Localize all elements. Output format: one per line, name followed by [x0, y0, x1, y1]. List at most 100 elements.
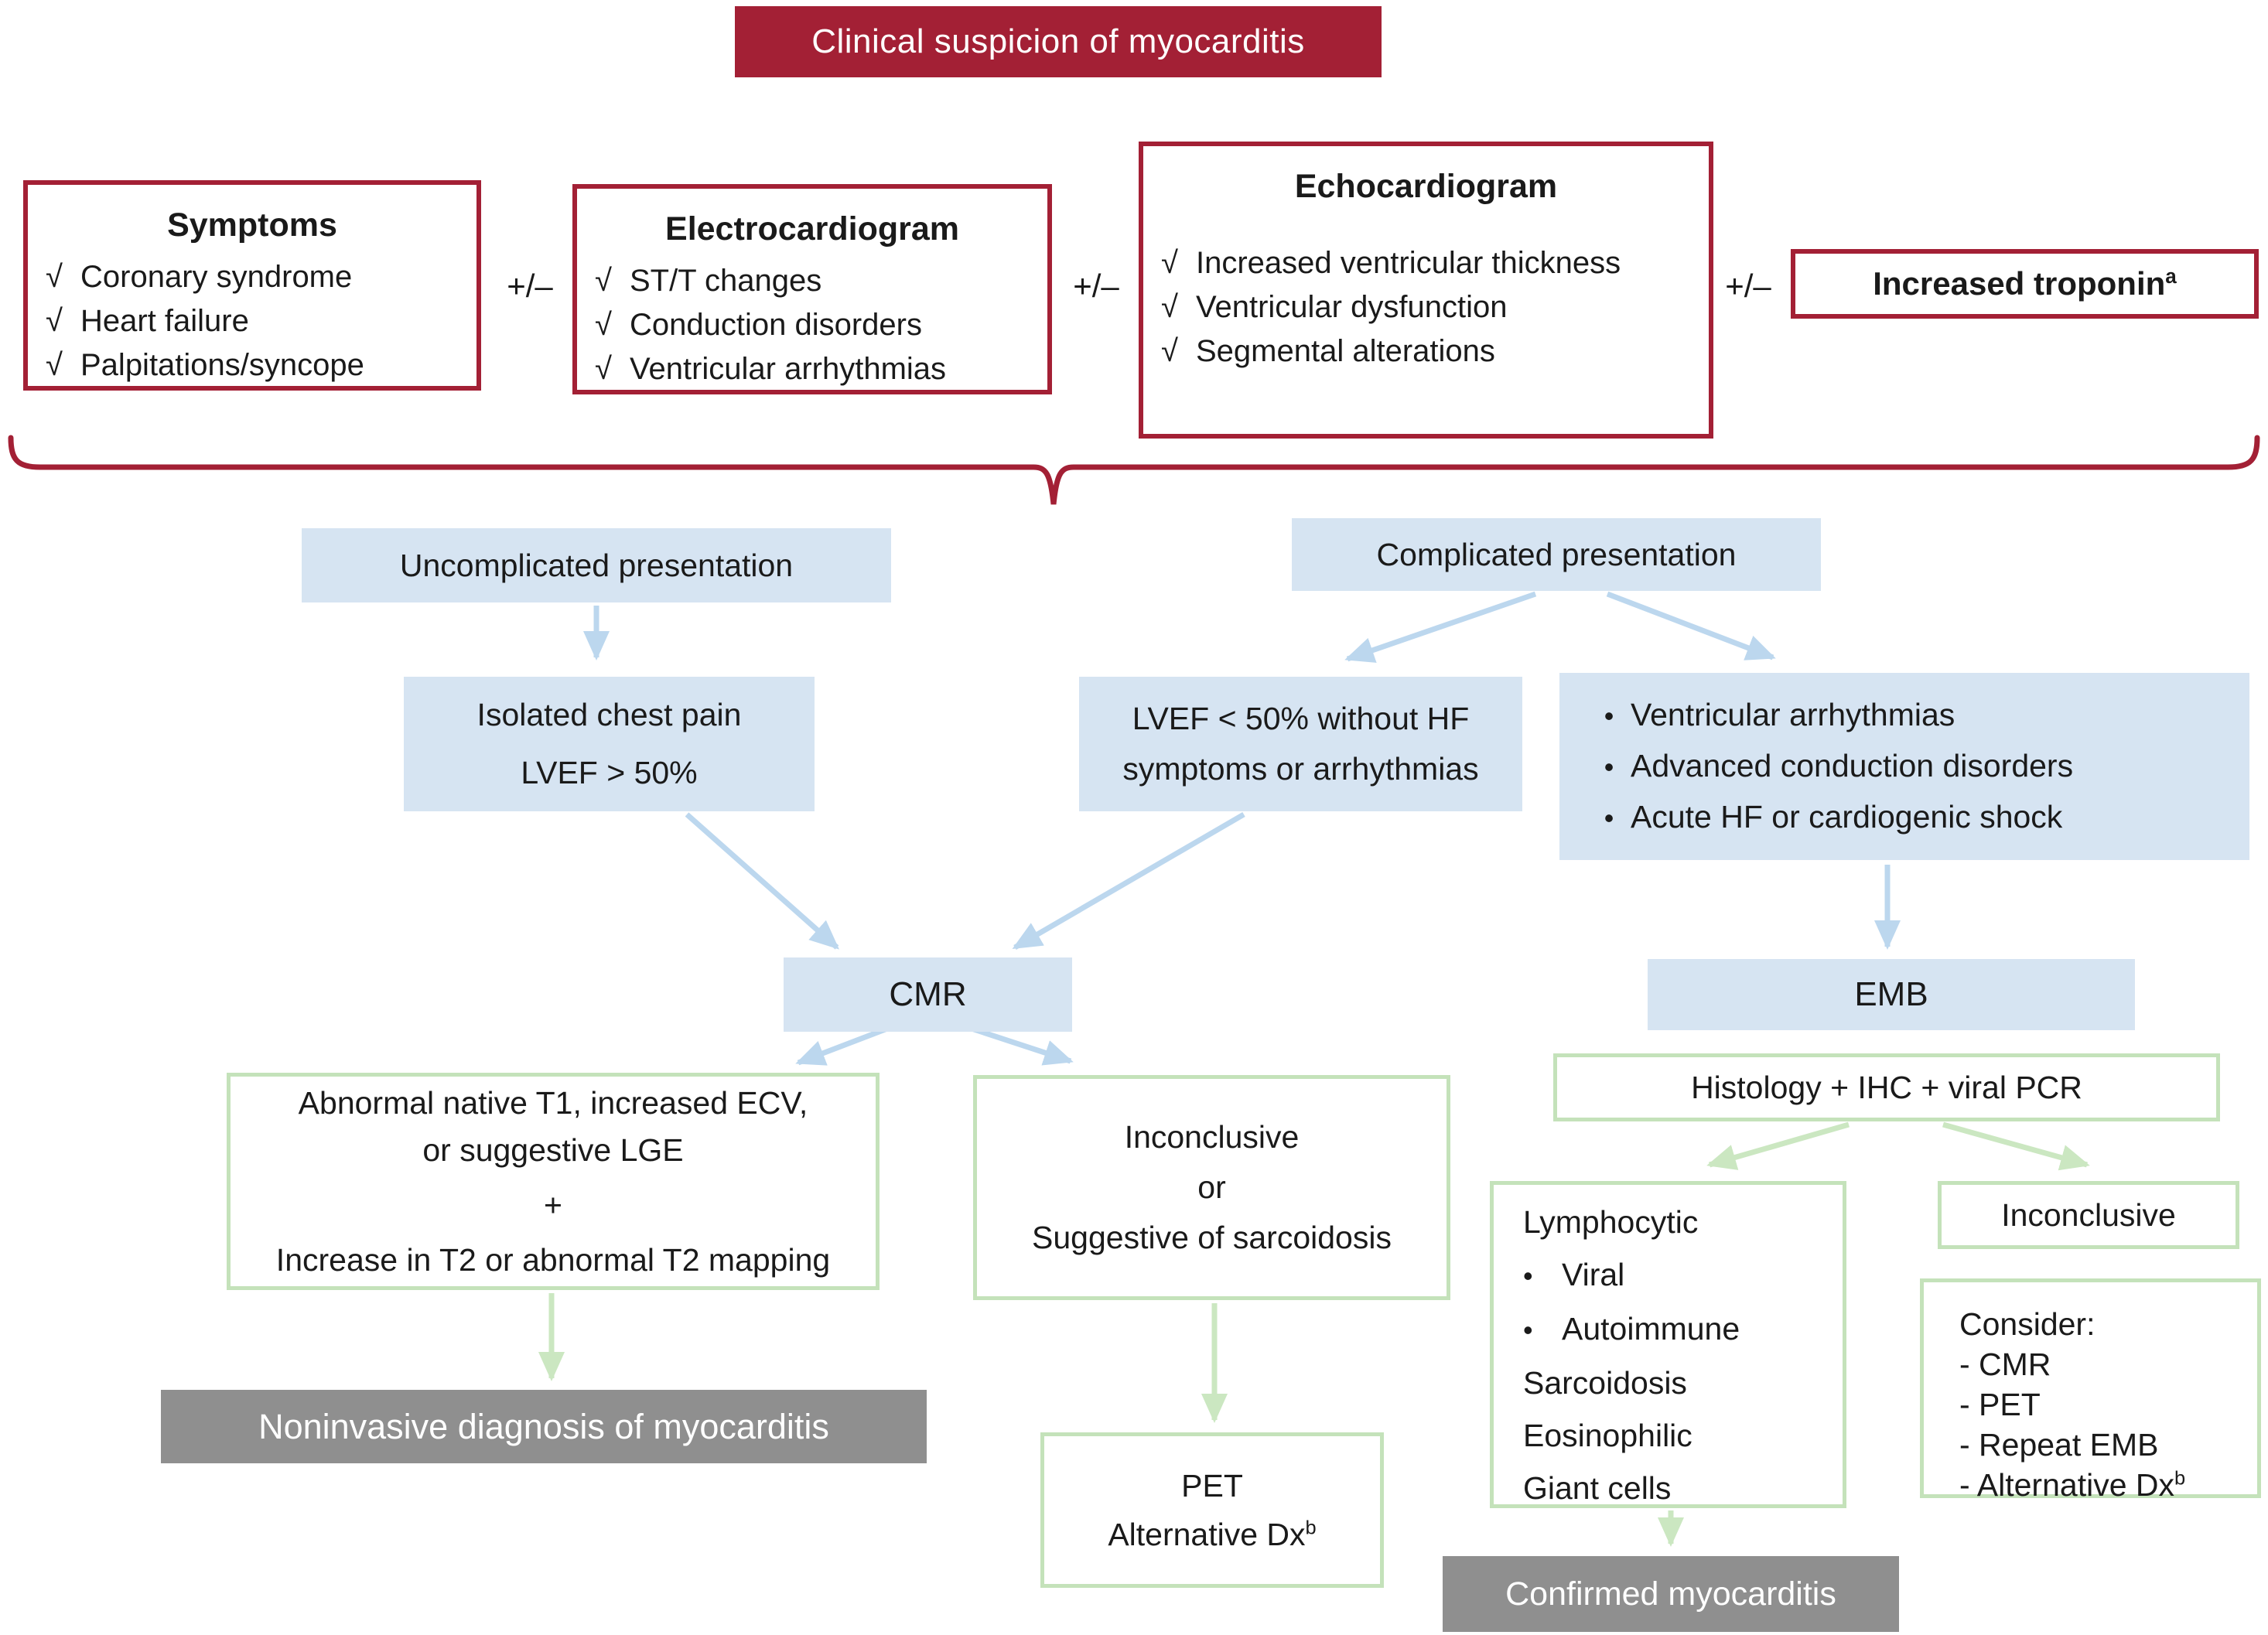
criteria-brace: [8, 435, 2260, 505]
complicated-criteria-list-box: • Ventricular arrhythmias • Advanced con…: [1559, 673, 2249, 860]
consider-item-label: - CMR: [1959, 1347, 2051, 1382]
plus-minus-label: +/–: [1073, 268, 1119, 304]
complicated-criteria-label: Acute HF or cardiogenic shock: [1631, 799, 2063, 835]
consider-item: - PET: [1959, 1384, 2257, 1425]
symptoms-title: Symptoms: [167, 207, 337, 244]
isolated-chest-pain-box: Isolated chest pain LVEF > 50%: [404, 677, 815, 811]
echo-item: √ Segmental alterations: [1143, 329, 1709, 374]
emb-inconclusive-box: Inconclusive: [1938, 1181, 2239, 1249]
consider-footnote-sup: b: [2174, 1467, 2186, 1490]
consider-box: Consider: - CMR - PET - Repeat EMB - Alt…: [1920, 1278, 2261, 1503]
uncomplicated-presentation-label: Uncomplicated presentation: [399, 547, 794, 583]
histology-finding: Eosinophilic: [1523, 1409, 1843, 1462]
arrow-histology-to-inconclusive: [1942, 1121, 2090, 1171]
pet-line1: PET: [1181, 1467, 1243, 1504]
finding-label: Lymphocytic: [1523, 1204, 1699, 1240]
troponin-text: Increased troponin: [1873, 265, 2166, 302]
uncomplicated-presentation-box: Uncomplicated presentation: [302, 528, 891, 602]
ecg-item: √ Ventricular arrhythmias: [577, 347, 1047, 391]
echocardiogram-box: Echocardiogram √ Increased ventricular t…: [1139, 142, 1713, 439]
histology-finding: • Viral: [1523, 1248, 1843, 1302]
complicated-criteria-item: • Acute HF or cardiogenic shock: [1587, 792, 2249, 843]
histology-box: Histology + IHC + viral PCR: [1553, 1053, 2220, 1121]
emb-inconclusive-label: Inconclusive: [2001, 1196, 2176, 1233]
symptoms-box: Symptoms √ Coronary syndrome √ Heart fai…: [23, 180, 481, 391]
symptoms-item-label: Palpitations/syncope: [80, 348, 364, 382]
histology-finding: Giant cells: [1523, 1462, 1843, 1514]
bullet-icon: •: [1604, 751, 1614, 783]
arrow-cmr-to-positive: [795, 1024, 893, 1066]
electrocardiogram-box: Electrocardiogram √ ST/T changes √ Condu…: [572, 184, 1052, 394]
consider-item-label: - Alternative Dxb: [1959, 1465, 2185, 1505]
complicated-presentation-label: Complicated presentation: [1376, 536, 1737, 572]
cmr-inconclusive-box: Inconclusive or Suggestive of sarcoidosi…: [973, 1075, 1450, 1300]
arrow-isolated-to-cmr: [685, 812, 839, 950]
arrow-histology-to-lymphocytic: [1706, 1121, 1850, 1170]
emb-box: EMB: [1648, 959, 2135, 1030]
symptoms-item: √ Coronary syndrome: [28, 255, 476, 299]
consider-item-label: - Repeat EMB: [1959, 1427, 2159, 1463]
complicated-presentation-box: Complicated presentation: [1292, 518, 1821, 591]
banner-clinical-suspicion: Clinical suspicion of myocarditis: [735, 6, 1382, 77]
ecg-item-label: ST/T changes: [630, 264, 822, 298]
cmr-positive-box: Abnormal native T1, increased ECV, or su…: [227, 1073, 880, 1290]
cmr-inconclusive-line1: Inconclusive: [1124, 1119, 1300, 1155]
consider-title-row: Consider:: [1959, 1304, 2257, 1344]
echo-item-label: Ventricular dysfunction: [1196, 290, 1508, 324]
pet-footnote-sup: b: [1305, 1516, 1317, 1538]
consider-item: - Alternative Dxb: [1959, 1465, 2257, 1505]
noninvasive-diagnosis-box: Noninvasive diagnosis of myocarditis: [161, 1390, 927, 1463]
isolated-chest-pain-line2: LVEF > 50%: [521, 755, 698, 790]
pet-line2-text: Alternative Dx: [1108, 1516, 1306, 1552]
lvef-below-50-box: LVEF < 50% without HF symptoms or arrhyt…: [1079, 677, 1522, 811]
lymphocytic-box: Lymphocytic • Viral • Autoimmune Sarcoid…: [1490, 1181, 1846, 1508]
arrow-lvef-to-cmr: [1012, 811, 1245, 951]
ecg-item: √ ST/T changes: [577, 259, 1047, 303]
confirmed-myocarditis-box: Confirmed myocarditis: [1443, 1556, 1899, 1632]
cmr-positive-plus: +: [544, 1186, 562, 1223]
echo-item-label: Increased ventricular thickness: [1196, 246, 1621, 280]
echo-item: √ Ventricular dysfunction: [1143, 285, 1709, 329]
cmr-inconclusive-line3: Suggestive of sarcoidosis: [1032, 1220, 1392, 1255]
symptoms-item: √ Heart failure: [28, 299, 476, 343]
banner-label: Clinical suspicion of myocarditis: [811, 22, 1305, 60]
histology-finding: • Autoimmune: [1523, 1302, 1843, 1357]
complicated-criteria-item: • Advanced conduction disorders: [1587, 741, 2249, 792]
consider-item-label: - PET: [1959, 1387, 2041, 1422]
ecg-item-label: Conduction disorders: [630, 308, 922, 342]
troponin-box: Increased troponina: [1791, 249, 2259, 319]
finding-label: Eosinophilic: [1523, 1418, 1692, 1453]
pet-box: PET Alternative Dxb: [1040, 1432, 1384, 1588]
check-icon: √: [1161, 246, 1178, 280]
complicated-criteria-item: • Ventricular arrhythmias: [1587, 690, 2249, 741]
histology-label: Histology + IHC + viral PCR: [1691, 1069, 2082, 1105]
consider-title: Consider:: [1959, 1306, 2096, 1342]
cmr-label: CMR: [889, 975, 967, 1013]
check-icon: √: [595, 352, 612, 386]
check-icon: √: [595, 264, 612, 298]
noninvasive-diagnosis-label: Noninvasive diagnosis of myocarditis: [258, 1406, 829, 1446]
finding-label: Giant cells: [1523, 1470, 1672, 1506]
check-icon: √: [46, 260, 63, 294]
ecg-item: √ Conduction disorders: [577, 303, 1047, 347]
histology-finding: Sarcoidosis: [1523, 1357, 1843, 1409]
histology-finding: Lymphocytic: [1523, 1196, 1843, 1248]
cmr-positive-line4: Increase in T2 or abnormal T2 mapping: [275, 1241, 831, 1278]
finding-label: Viral: [1562, 1257, 1625, 1292]
bullet-icon: •: [1604, 802, 1614, 834]
lvef-below-50-line1: LVEF < 50% without HF: [1132, 701, 1470, 736]
plus-minus-label: +/–: [1725, 268, 1771, 304]
emb-label: EMB: [1854, 975, 1928, 1013]
finding-label: Sarcoidosis: [1523, 1365, 1687, 1401]
confirmed-myocarditis-label: Confirmed myocarditis: [1505, 1575, 1836, 1613]
cmr-positive-line2: or suggestive LGE: [422, 1132, 684, 1168]
plus-minus-label: +/–: [507, 268, 553, 304]
plus-minus-2: +/–: [1061, 267, 1131, 305]
check-icon: √: [1161, 334, 1178, 368]
check-icon: √: [1161, 290, 1178, 324]
arrow-complicated-to-lvef: [1344, 591, 1537, 663]
echo-item-label: Segmental alterations: [1196, 334, 1495, 368]
troponin-footnote-sup: a: [2165, 265, 2177, 288]
symptoms-item-label: Heart failure: [80, 304, 249, 338]
troponin-label: Increased troponina: [1873, 265, 2177, 302]
